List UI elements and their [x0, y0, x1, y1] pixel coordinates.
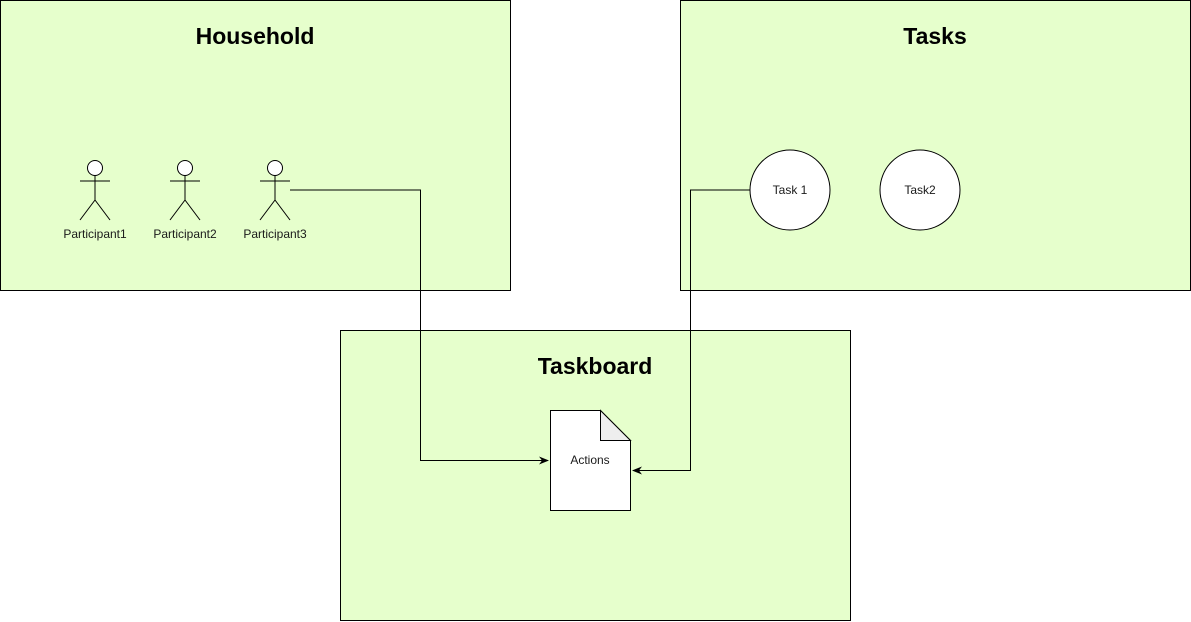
connector-participant3-to-actions[interactable]: [290, 189, 549, 465]
actions-label: Actions: [570, 453, 609, 467]
connector-task1-to-actions[interactable]: [632, 189, 750, 475]
document-fold: [600, 409, 632, 441]
household-container-box: [0, 0, 511, 291]
taskboard-title: Taskboard: [538, 353, 653, 379]
task-2-node[interactable]: Task2: [879, 149, 961, 231]
tasks-container[interactable]: Tasks: [680, 0, 1191, 291]
task-1-node[interactable]: Task 1: [749, 149, 831, 231]
household-title: Household: [196, 23, 315, 49]
actions-document[interactable]: Actions: [550, 409, 632, 511]
task-2-circle: [879, 149, 961, 231]
task-1-label: Task 1: [773, 183, 808, 197]
participant-3-label: Participant3: [243, 227, 307, 241]
actor-icon: [169, 160, 201, 221]
actor-icon: [79, 160, 111, 221]
actor-icon: [259, 160, 291, 221]
household-container[interactable]: Household: [0, 0, 511, 291]
participant-3[interactable]: Participant3: [243, 160, 307, 242]
participant-2[interactable]: Participant2: [153, 160, 217, 242]
participant-1[interactable]: Participant1: [63, 160, 127, 242]
participant-2-label: Participant2: [153, 227, 217, 241]
tasks-container-box: [680, 0, 1191, 291]
task-2-label: Task2: [904, 183, 936, 197]
participant-1-label: Participant1: [63, 227, 127, 241]
tasks-title: Tasks: [903, 23, 967, 49]
